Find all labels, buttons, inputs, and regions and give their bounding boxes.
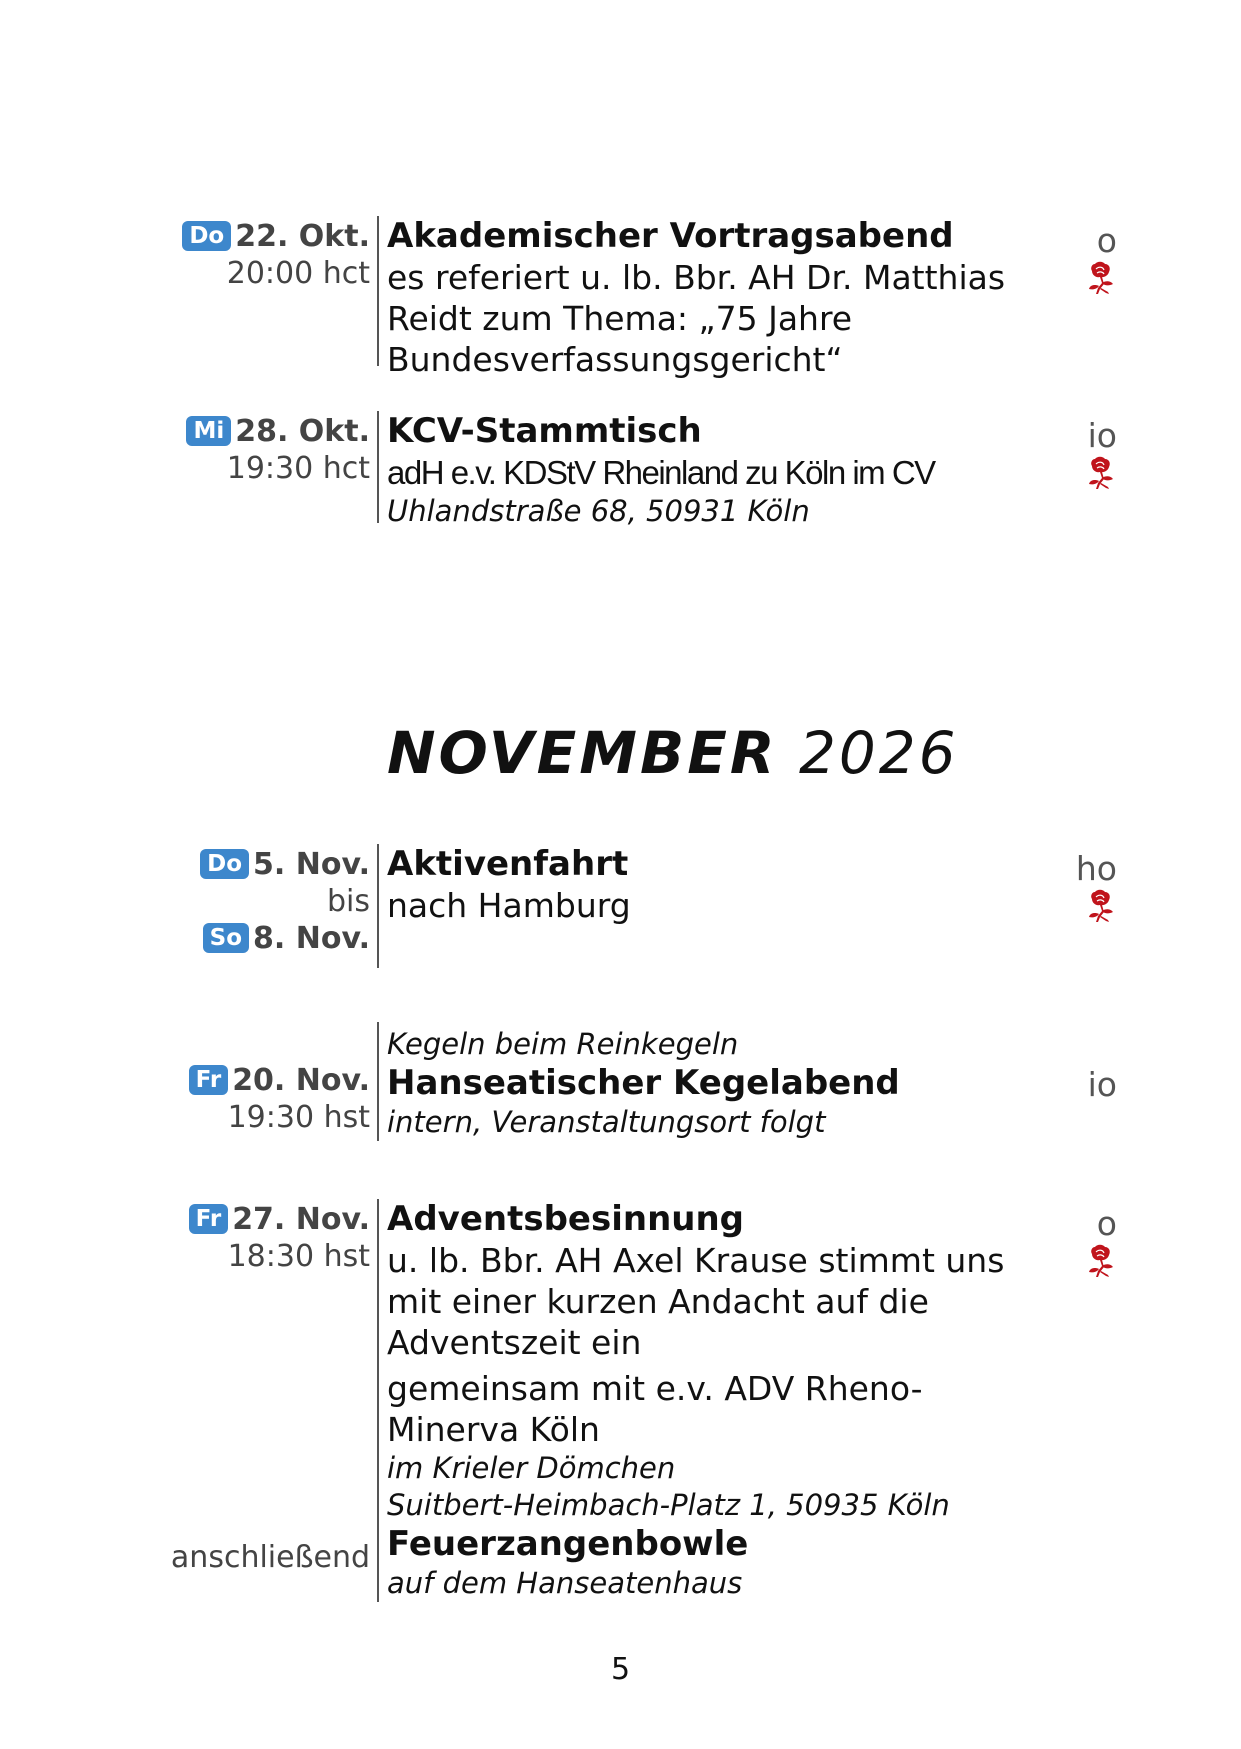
event-time: 19:30 hct: [226, 451, 370, 486]
event-end-date: 8. Nov.: [253, 921, 370, 956]
month-name: NOVEMBER: [387, 719, 778, 787]
event-time: 18:30 hst: [227, 1239, 370, 1274]
rose-icon: [1089, 1244, 1113, 1277]
event-description-line: Adventszeit ein: [387, 1323, 642, 1362]
event-location-line: im Krieler Dömchen: [387, 1451, 676, 1485]
followup-label-block: anschließend: [70, 1539, 370, 1576]
attendance-code: o: [1096, 221, 1117, 260]
divider: [377, 1022, 379, 1141]
rose-icon: [1089, 261, 1113, 294]
event-title: Adventsbesinnung: [387, 1199, 745, 1239]
event-description-line: Bundesverfassungsgericht“: [387, 340, 843, 379]
event-title: Hanseatischer Kegelabend: [387, 1063, 900, 1103]
event-description-line: mit einer kurzen Andacht auf die: [387, 1282, 929, 1321]
event-time: 20:00 hct: [226, 256, 370, 291]
event-partner-line: gemeinsam mit e.v. ADV Rheno-: [387, 1369, 923, 1408]
event-partner-line: Minerva Köln: [387, 1410, 600, 1449]
event-pretitle: Kegeln beim Reinkegeln: [387, 1027, 739, 1061]
event-date: 22. Okt.: [235, 219, 370, 254]
event-time: 19:30 hst: [227, 1100, 370, 1135]
event-description-line: Reidt zum Thema: „75 Jahre: [387, 299, 853, 338]
event-title: Aktivenfahrt: [387, 844, 629, 884]
event-description: nach Hamburg: [387, 886, 631, 925]
event-location-line: Suitbert-Heimbach-Platz 1, 50935 Köln: [387, 1488, 950, 1522]
event-date: 5. Nov.: [253, 847, 370, 882]
event-date: 28. Okt.: [235, 414, 370, 449]
attendance-code: o: [1096, 1204, 1117, 1243]
event-description-line: es referiert u. lb. Bbr. AH Dr. Matthias: [387, 258, 1006, 297]
event-note: intern, Veranstaltungsort folgt: [387, 1105, 826, 1139]
attendance-code: ho: [1075, 849, 1117, 888]
month-year: 2026: [798, 719, 959, 787]
rose-icon: [1089, 889, 1113, 922]
divider: [377, 844, 379, 968]
attendance-code: io: [1087, 1065, 1117, 1104]
followup-label: anschließend: [170, 1540, 370, 1575]
divider: [377, 216, 379, 366]
event-date: 27. Nov.: [232, 1202, 370, 1237]
followup-title: Feuerzangenbowle: [387, 1524, 749, 1564]
month-heading: NOVEMBER 2026: [387, 718, 959, 788]
weekday-badge: So: [202, 923, 250, 953]
attendance-code: io: [1087, 416, 1117, 455]
weekday-badge: Fr: [188, 1065, 229, 1095]
event-date: 20. Nov.: [232, 1063, 370, 1098]
followup-location: auf dem Hanseatenhaus: [387, 1566, 743, 1600]
weekday-badge: Do: [200, 849, 250, 879]
divider: [377, 1199, 379, 1602]
weekday-badge: Mi: [186, 416, 232, 446]
divider: [377, 411, 379, 523]
weekday-badge: Fr: [188, 1204, 229, 1234]
event-description-line: u. lb. Bbr. AH Axel Krause stimmt uns: [387, 1241, 1005, 1280]
event-description: adH e.v. KDStV Rheinland zu Köln im CV: [387, 454, 936, 491]
event-title: Akademischer Vortragsabend: [387, 216, 954, 256]
date-range-separator: bis: [326, 884, 370, 919]
page-number: 5: [610, 1652, 631, 1687]
weekday-badge: Do: [182, 221, 232, 251]
event-address: Uhlandstraße 68, 50931 Köln: [387, 494, 810, 528]
rose-icon: [1089, 456, 1113, 489]
event-title: KCV-Stammtisch: [387, 411, 702, 451]
